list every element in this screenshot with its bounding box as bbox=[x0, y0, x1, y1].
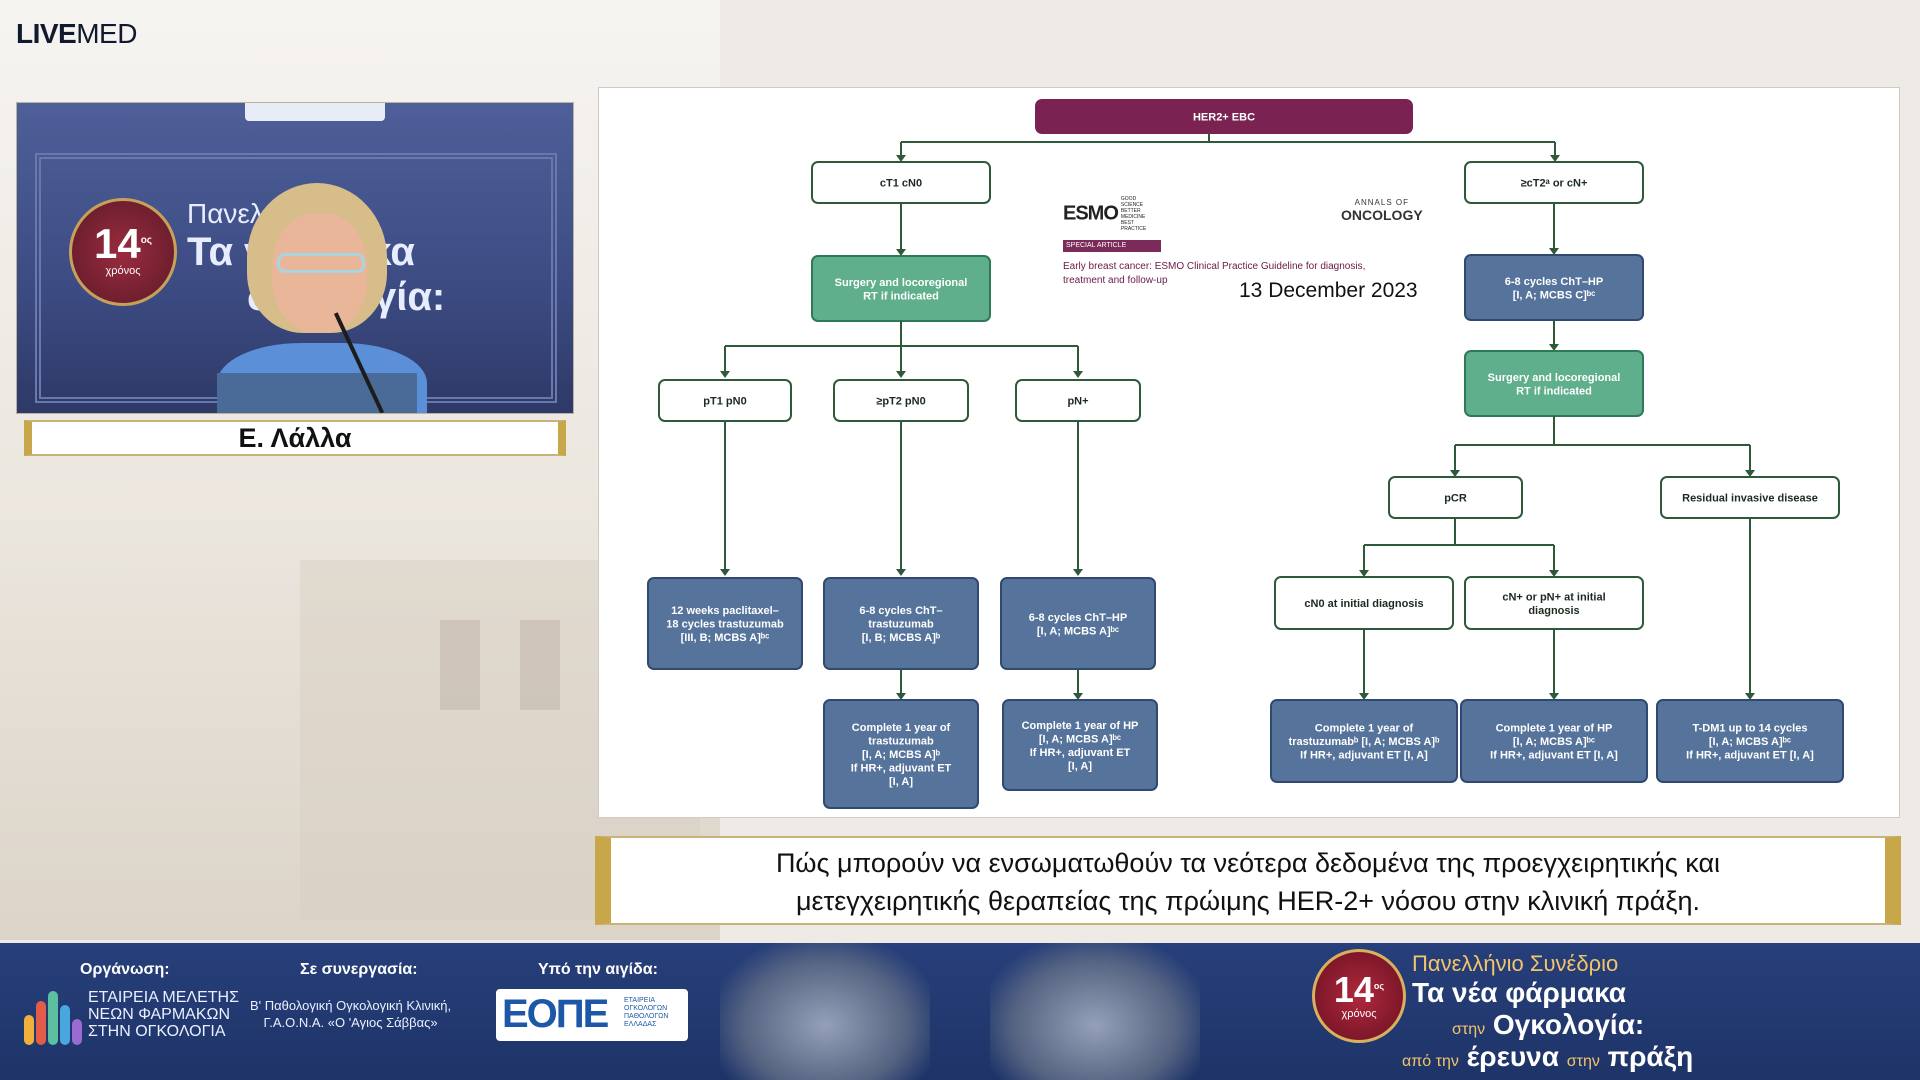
footer-photo bbox=[720, 943, 930, 1080]
special-article-tag: SPECIAL ARTICLE bbox=[1063, 240, 1161, 252]
arrow-head bbox=[1549, 693, 1559, 700]
arrow-head bbox=[1073, 569, 1083, 576]
arrow-head bbox=[896, 155, 906, 162]
arrow-head bbox=[720, 371, 730, 378]
arrow-head bbox=[1745, 693, 1755, 700]
arrow-head bbox=[1549, 570, 1559, 577]
right-complete-1-text: [I, A; MCBS A]ᵇᶜ bbox=[1513, 736, 1595, 748]
auspices-label: Υπό την αιγίδα: bbox=[538, 961, 658, 978]
left-treatment-0 bbox=[647, 577, 803, 670]
background-window bbox=[520, 620, 560, 710]
residual-box-text: Residual invasive disease bbox=[1682, 493, 1818, 505]
podium bbox=[217, 373, 417, 413]
speaker-video: 14ος χρόνος Πανελ νέδριο Τα νέ ρμακα στη… bbox=[16, 102, 574, 414]
right-complete-2-text: [I, A; MCBS A]ᵇᶜ bbox=[1709, 736, 1791, 748]
left-category-1-text: ≥pT2 pN0 bbox=[876, 396, 925, 408]
right-complete-1-text: Complete 1 year of HP bbox=[1496, 723, 1613, 735]
left-complete-0 bbox=[823, 699, 979, 809]
right-complete-0-text: trastuzumabᵇ [I, A; MCBS A]ᵇ bbox=[1289, 736, 1440, 748]
arrow-head bbox=[896, 249, 906, 256]
organizer-label: Οργάνωση: bbox=[80, 961, 170, 978]
footer-photo bbox=[990, 943, 1200, 1080]
right-complete-0-text: Complete 1 year of bbox=[1315, 723, 1414, 735]
root-box bbox=[1035, 99, 1413, 134]
right-complete-2-text: T-DM1 up to 14 cycles bbox=[1693, 723, 1808, 735]
conference-badge: 14ος χρόνος bbox=[1312, 949, 1406, 1043]
guideline-date: 13 December 2023 bbox=[1239, 279, 1418, 302]
collaboration-label: Σε συνεργασία: bbox=[300, 961, 418, 978]
backdrop-logo bbox=[245, 103, 385, 121]
right-complete-2 bbox=[1656, 699, 1844, 783]
left-category-2-text: pN+ bbox=[1067, 396, 1088, 408]
right-neoadjuvant-box-text: [I, A; MCBS C]ᵇᶜ bbox=[1513, 289, 1596, 301]
arrow-head bbox=[896, 371, 906, 378]
left-complete-0-text: trastuzumab bbox=[868, 736, 934, 748]
pcr-category-1-text: diagnosis bbox=[1528, 605, 1579, 617]
background-window bbox=[440, 620, 480, 710]
left-surgery-box-text: Surgery and locoregional bbox=[835, 277, 968, 289]
left-treatment-1-text: trastuzumab bbox=[868, 619, 934, 631]
right-neoadjuvant-box-text: 6-8 cycles ChT–HP bbox=[1505, 276, 1603, 288]
arrow-head bbox=[1073, 693, 1083, 700]
left-complete-0-text: Complete 1 year of bbox=[852, 722, 951, 734]
arrow-head bbox=[896, 569, 906, 576]
esmo-logo: ESMOGOOD SCIENCE BETTER MEDICINE BEST PR… bbox=[1063, 196, 1147, 232]
organizer-logo bbox=[24, 989, 84, 1045]
arrow-head bbox=[1450, 470, 1460, 477]
right-complete-1-text: If HR+, adjuvant ET [I, A] bbox=[1490, 750, 1618, 762]
arrow-head bbox=[1745, 470, 1755, 477]
left-surgery-box-text: RT if indicated bbox=[863, 290, 939, 302]
pcr-category-0-text: cN0 at initial diagnosis bbox=[1304, 598, 1423, 610]
arrow-head bbox=[1359, 693, 1369, 700]
branch-cT2-text: ≥cT2ᵃ or cN+ bbox=[1521, 178, 1588, 190]
left-complete-1-text: [I, A] bbox=[1068, 760, 1092, 772]
arrow-head bbox=[720, 569, 730, 576]
arrow-head bbox=[1550, 155, 1560, 162]
left-complete-1 bbox=[1002, 699, 1158, 791]
right-complete-2-text: If HR+, adjuvant ET [I, A] bbox=[1686, 750, 1814, 762]
arrow-head bbox=[1549, 344, 1559, 351]
left-category-0-text: pT1 pN0 bbox=[703, 396, 746, 408]
left-treatment-1-text: [I, B; MCBS A]ᵇ bbox=[862, 632, 941, 644]
backdrop-badge: 14ος χρόνος bbox=[69, 198, 177, 306]
speaker-name: Ε. Λάλλα bbox=[24, 420, 566, 456]
root-box-text: HER2+ EBC bbox=[1193, 112, 1255, 124]
left-treatment-2-text: 6-8 cycles ChT–HP bbox=[1029, 612, 1127, 624]
session-question: Πώς μπορούν να ενσωματωθούν τα νεότερα δ… bbox=[595, 836, 1901, 925]
left-treatment-0-text: [III, B; MCBS A]ᵇᶜ bbox=[681, 632, 770, 644]
collaboration-text: Β' Παθολογική Ογκολογική Κλινική, Γ.Α.Ο.… bbox=[250, 998, 452, 1030]
pcr-category-1-text: cN+ or pN+ at initial bbox=[1502, 591, 1605, 603]
right-surgery-box-text: RT if indicated bbox=[1516, 385, 1592, 397]
annals-oncology-logo: ANNALS OF ONCOLOGY bbox=[1341, 198, 1423, 223]
right-complete-0 bbox=[1270, 699, 1458, 783]
left-treatment-2-text: [I, A; MCBS A]ᵇᶜ bbox=[1037, 625, 1119, 637]
left-treatment-0-text: 12 weeks paclitaxel– bbox=[671, 605, 779, 617]
left-complete-1-text: If HR+, adjuvant ET bbox=[1030, 747, 1131, 759]
right-complete-1 bbox=[1460, 699, 1648, 783]
left-complete-0-text: If HR+, adjuvant ET bbox=[851, 763, 952, 775]
left-complete-1-text: [I, A; MCBS A]ᵇᶜ bbox=[1039, 733, 1121, 745]
arrow-head bbox=[896, 693, 906, 700]
footer-banner: Οργάνωση: ΕΤΑΙΡΕΙΑ ΜΕΛΕΤΗΣ ΝΕΩΝ ΦΑΡΜΑΚΩΝ… bbox=[0, 943, 1920, 1080]
right-complete-0-text: If HR+, adjuvant ET [I, A] bbox=[1300, 750, 1428, 762]
right-surgery-box-text: Surgery and locoregional bbox=[1488, 372, 1621, 384]
organizer-name: ΕΤΑΙΡΕΙΑ ΜΕΛΕΤΗΣ ΝΕΩΝ ΦΑΡΜΑΚΩΝ ΣΤΗΝ ΟΓΚΟ… bbox=[88, 989, 239, 1040]
arrow-head bbox=[1549, 248, 1559, 255]
conference-title: Πανελλήνιο Συνέδριο Τα νέα φάρμακα στην … bbox=[1402, 951, 1694, 1072]
left-treatment-1-text: 6-8 cycles ChT– bbox=[859, 605, 942, 617]
arrow-head bbox=[1359, 570, 1369, 577]
left-treatment-0-text: 18 cycles trastuzumab bbox=[666, 619, 784, 631]
left-complete-0-text: [I, A; MCBS A]ᵇ bbox=[862, 749, 941, 761]
left-complete-1-text: Complete 1 year of HP bbox=[1022, 720, 1139, 732]
livemed-logo: LIVEMED bbox=[16, 18, 137, 49]
left-complete-0-text: [I, A] bbox=[889, 776, 913, 788]
eope-logo: ΕΟΠΕ ΕΤΑΙΡΕΙΑ ΟΓΚΟΛΟΓΩΝ ΠΑΘΟΛΟΓΩΝ ΕΛΛΑΔΑ… bbox=[496, 989, 688, 1041]
guideline-title: Early breast cancer: ESMO Clinical Pract… bbox=[1063, 261, 1366, 286]
branch-cT1-text: cT1 cN0 bbox=[880, 178, 922, 190]
arrow-head bbox=[1073, 371, 1083, 378]
pcr-box-text: pCR bbox=[1444, 493, 1467, 505]
